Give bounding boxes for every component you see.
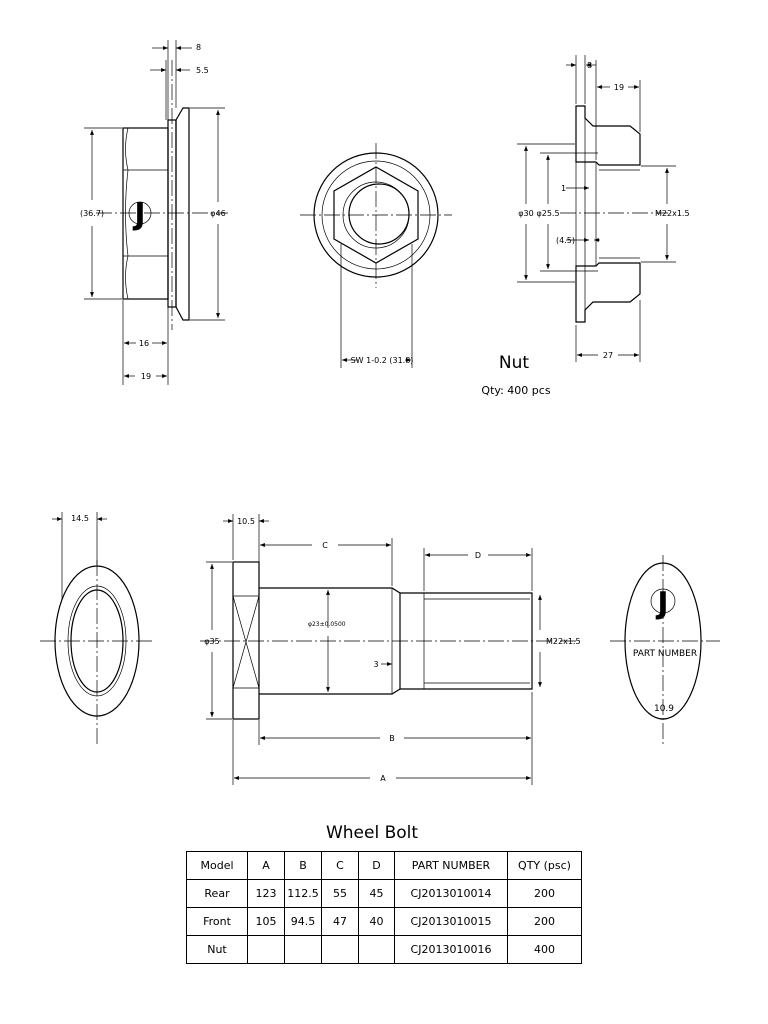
nut-front-view: [300, 143, 452, 368]
table-row: Front 105 94.5 47 40 CJ2013010015 200: [186, 907, 582, 936]
nut-side-dimensions: [84, 40, 225, 385]
dim-C: C: [322, 541, 328, 550]
col-header-c: C: [321, 851, 359, 880]
logo-mark-bolt: J: [655, 586, 668, 621]
table-row: Nut CJ2013010016 400: [186, 935, 582, 964]
dim-section-total: 27: [603, 351, 613, 360]
cell-c: [321, 935, 359, 964]
cell-model: Nut: [186, 935, 248, 964]
dim-head-width: 14.5: [71, 514, 89, 523]
bolt-side-view: [200, 561, 580, 720]
dim-bolt-thread: M22x1.5: [546, 637, 581, 646]
col-header-qty: QTY (psc): [507, 851, 582, 880]
part-number-mark: PART NUMBER: [633, 649, 697, 659]
dim-hex-offset: 5.5: [196, 66, 209, 75]
nut-title: Nut: [499, 353, 529, 373]
dim-head-thickness: 10.5: [237, 517, 255, 526]
dim-shank-diameter: φ23±0.0500: [308, 621, 346, 628]
cell-a: 123: [247, 879, 285, 908]
col-header-d: D: [358, 851, 395, 880]
cell-a: 105: [247, 907, 285, 936]
dim-relief: (4.5): [556, 236, 575, 245]
cell-d: 45: [358, 879, 395, 908]
cell-b: [284, 935, 322, 964]
cell-d: 40: [358, 907, 395, 936]
dim-bore-diameter: φ30: [518, 209, 533, 218]
cell-d: [358, 935, 395, 964]
nut-quantity: Qty: 400 pcs: [481, 384, 550, 397]
col-header-part-number: PART NUMBER: [394, 851, 508, 880]
table-header-row: Model A B C D PART NUMBER QTY (psc): [186, 851, 582, 880]
grade-mark: 10.9: [654, 704, 674, 714]
cell-b: 112.5: [284, 879, 322, 908]
dim-nut-thread: M22x1.5: [655, 209, 690, 218]
table-row: Rear 123 112.5 55 45 CJ2013010014 200: [186, 879, 582, 908]
dim-D: D: [475, 551, 481, 560]
dim-section-flange: 8: [587, 61, 592, 70]
bolt-side-dimensions: [206, 514, 542, 785]
bolt-title: Wheel Bolt: [326, 823, 418, 843]
cell-model: Front: [186, 907, 248, 936]
cell-qty: 200: [507, 879, 582, 908]
cell-part-number: CJ2013010016: [394, 935, 508, 964]
cell-model: Rear: [186, 879, 248, 908]
cell-c: 47: [321, 907, 359, 936]
dim-flange-thickness: 8: [196, 43, 201, 52]
nut-section-view: [560, 105, 668, 323]
dim-head-diameter: φ35: [204, 637, 219, 646]
dim-total-length: 19: [141, 372, 151, 381]
dim-flange-diameter: φ46: [210, 209, 225, 218]
dim-B: B: [389, 734, 395, 743]
dim-hex-length: 16: [139, 339, 149, 348]
dim-section-length: 19: [614, 83, 624, 92]
cell-qty: 400: [507, 935, 582, 964]
dim-wrench-size: SW 1-0.2 (31.8): [351, 356, 414, 365]
bolt-head-end-view: [40, 512, 155, 745]
cell-part-number: CJ2013010014: [394, 879, 508, 908]
dim-across-corners: (36.7): [80, 209, 104, 218]
cell-c: 55: [321, 879, 359, 908]
dim-chamfer: 1: [561, 184, 566, 193]
dim-bore-inner: φ25.5: [536, 209, 559, 218]
nut-section-dimensions: [517, 55, 676, 362]
nut-side-view: [96, 60, 228, 330]
cell-a: [247, 935, 285, 964]
spec-table: Model A B C D PART NUMBER QTY (psc) Rear…: [186, 851, 582, 964]
col-header-b: B: [284, 851, 322, 880]
dim-A: A: [380, 774, 386, 783]
cell-qty: 200: [507, 907, 582, 936]
cell-b: 94.5: [284, 907, 322, 936]
cell-part-number: CJ2013010015: [394, 907, 508, 936]
logo-mark-nut: J: [132, 197, 145, 232]
col-header-model: Model: [186, 851, 248, 880]
dim-step: 3: [373, 660, 378, 669]
bolt-head-face-view: [610, 555, 720, 745]
col-header-a: A: [247, 851, 285, 880]
